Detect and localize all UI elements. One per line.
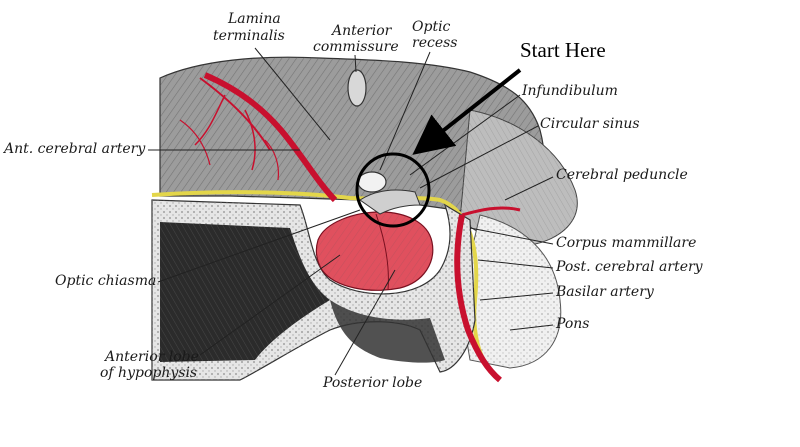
label-optic-recess-line2: recess (412, 35, 458, 51)
label-anterior-lobe-line2: of hypophysis (100, 365, 198, 381)
infundibulum-stalk (359, 189, 421, 215)
label-corpus-mammillare: Corpus mammillare (556, 235, 697, 251)
label-anterior-commissure-line2: commissure (313, 39, 399, 55)
label-ant-cerebral-artery: Ant. cerebral artery (4, 141, 146, 157)
basilar-artery-vessel (454, 214, 502, 383)
start-marker-circle (355, 152, 431, 228)
label-infundibulum: Infundibulum (522, 83, 618, 99)
start-here-callout: Start Here (520, 38, 606, 62)
anterior-commissure-shape (347, 69, 367, 107)
label-lamina-terminalis-line2: terminalis (213, 28, 285, 44)
label-circular-sinus: Circular sinus (540, 116, 640, 132)
label-anterior-commissure-line1: Anterior (332, 23, 392, 39)
optic-chiasma-shape (357, 171, 387, 193)
label-optic-recess-line1: Optic (412, 19, 451, 35)
label-lamina-terminalis-line1: Lamina (228, 11, 281, 27)
label-post-cerebral-artery: Post. cerebral artery (556, 259, 703, 275)
label-optic-chiasma: Optic chiasma (55, 273, 157, 289)
label-posterior-lobe: Posterior lobe (323, 375, 423, 391)
label-cerebral-peduncle: Cerebral peduncle (556, 167, 688, 183)
label-basilar-artery: Basilar artery (556, 284, 654, 300)
leader-lines (148, 47, 554, 376)
label-pons: Pons (556, 316, 590, 332)
ant-cerebral-artery-vessel (203, 72, 338, 203)
label-anterior-lobe-line1: Anterior lobe (105, 349, 199, 365)
callout-arrow (412, 68, 522, 155)
